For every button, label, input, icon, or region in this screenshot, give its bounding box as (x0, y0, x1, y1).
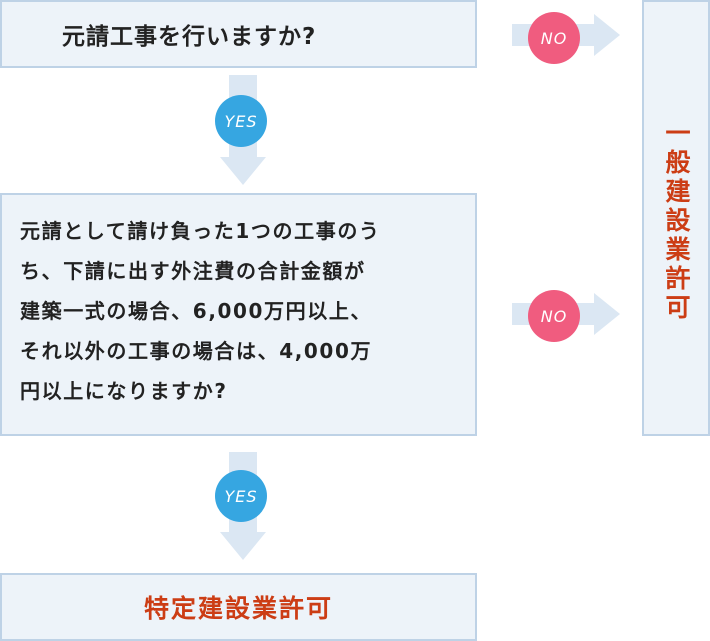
question-2-text: 元請として請け負った1つの工事のうち、下請に出す外注費の合計金額が建築一式の場合… (2, 195, 475, 411)
question-2-line-5: 円以上になりますか? (20, 379, 228, 403)
question-2-line-3: 建築一式の場合、6,000万円以上、 (20, 299, 373, 323)
question-2-line-4: それ以外の工事の場合は、4,000万 (20, 339, 373, 363)
no-badge-1: NO (528, 12, 580, 64)
yes-badge-1: YES (215, 95, 267, 147)
yes-badge-2: YES (215, 470, 267, 522)
question-2-line-1: 元請として請け負った1つの工事のう (20, 219, 381, 243)
result-special-permit-text: 特定建設業許可 (143, 594, 333, 623)
result-special-permit-box: 特定建設業許可 (0, 573, 477, 641)
question-1-box: 元請工事を行いますか? (0, 0, 477, 68)
result-general-permit-text: 一般建設業許可 (662, 120, 691, 323)
question-1-text: 元請工事を行いますか? (62, 24, 317, 50)
no-badge-2: NO (528, 290, 580, 342)
question-2-line-2: ち、下請に出す外注費の合計金額が (20, 259, 366, 283)
question-2-box: 元請として請け負った1つの工事のうち、下請に出す外注費の合計金額が建築一式の場合… (0, 193, 477, 436)
result-general-permit-box: 一般建設業許可 (642, 0, 710, 436)
